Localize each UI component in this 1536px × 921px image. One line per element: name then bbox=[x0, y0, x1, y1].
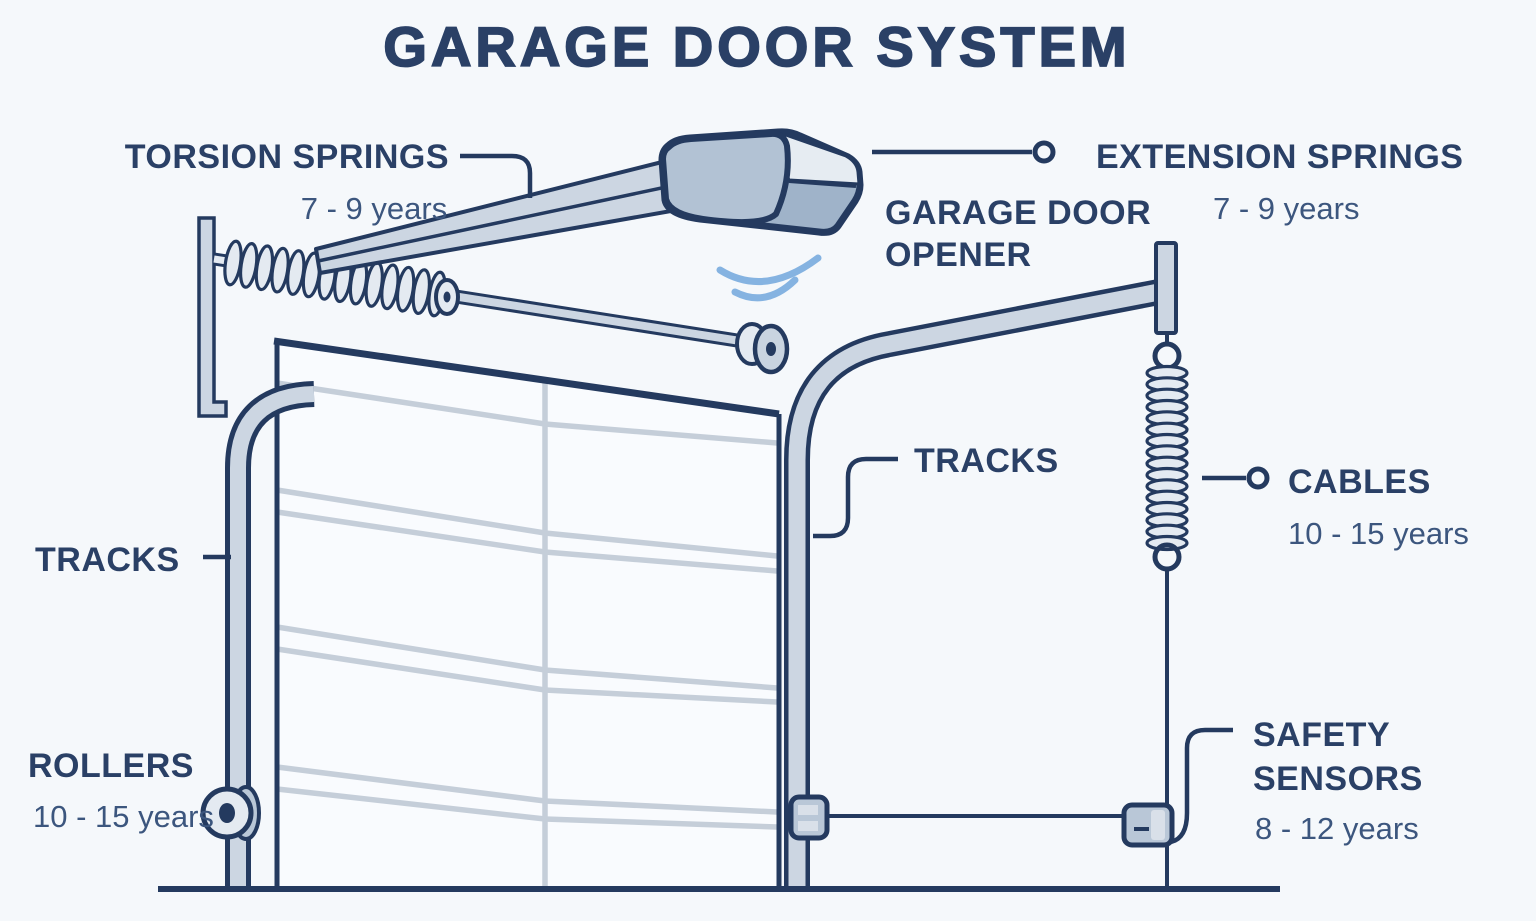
garage-door-opener-unit bbox=[658, 128, 864, 236]
left-track bbox=[225, 381, 315, 889]
cable-drum bbox=[735, 322, 790, 375]
center-track bbox=[784, 278, 1167, 889]
torsion-spring-coil bbox=[223, 239, 447, 318]
page-title: GARAGE DOOR SYSTEM bbox=[383, 15, 1130, 78]
cables-leader bbox=[1202, 466, 1270, 490]
door-panel bbox=[273, 337, 782, 889]
tracks-center-label: TRACKS bbox=[914, 442, 1059, 480]
wall-bracket bbox=[197, 216, 228, 418]
safety-sensors-label-line1: SAFETY bbox=[1253, 716, 1390, 754]
garage-door-opener-label-line1: GARAGE DOOR bbox=[885, 194, 1151, 232]
rollers-lifespan: 10 - 15 years bbox=[33, 799, 214, 834]
door-top-edge bbox=[273, 337, 780, 418]
safety-sensors-leader bbox=[1170, 727, 1233, 845]
safety-sensor-right bbox=[1121, 802, 1175, 848]
leader-endpoint-circle bbox=[1032, 140, 1056, 164]
torsion-springs-leader bbox=[460, 153, 533, 198]
extension-springs-label: EXTENSION SPRINGS bbox=[1096, 138, 1463, 176]
roller-wheel bbox=[200, 785, 261, 841]
garage-door-opener-label-line2: OPENER bbox=[885, 236, 1032, 274]
extension-springs-leader bbox=[872, 140, 1056, 164]
safety-sensor-left bbox=[788, 794, 830, 841]
opener-front-panel bbox=[660, 130, 791, 225]
extension-spring-coil bbox=[1145, 364, 1189, 552]
tracks-left-label: TRACKS bbox=[35, 541, 180, 579]
rollers-label: ROLLERS bbox=[28, 747, 194, 785]
tracks-center-leader bbox=[813, 456, 898, 539]
torsion-spring-assembly bbox=[213, 239, 790, 375]
safety-sensors-lifespan: 8 - 12 years bbox=[1255, 811, 1419, 846]
door-face bbox=[277, 341, 779, 889]
cables-label: CABLES bbox=[1288, 463, 1431, 501]
winding-cone bbox=[434, 278, 460, 316]
extension-spring-assembly bbox=[1145, 241, 1189, 887]
signal-waves-icon bbox=[716, 254, 822, 302]
spring-mount-post bbox=[1154, 241, 1178, 335]
leader-endpoint-circle bbox=[1246, 466, 1270, 490]
safety-sensors-label-line2: SENSORS bbox=[1253, 760, 1423, 798]
opener-face-seam bbox=[788, 179, 857, 188]
torsion-springs-label: TORSION SPRINGS bbox=[125, 138, 449, 176]
torsion-springs-lifespan: 7 - 9 years bbox=[301, 191, 447, 226]
extension-springs-lifespan: 7 - 9 years bbox=[1213, 191, 1359, 226]
cables-lifespan: 10 - 15 years bbox=[1288, 516, 1469, 551]
